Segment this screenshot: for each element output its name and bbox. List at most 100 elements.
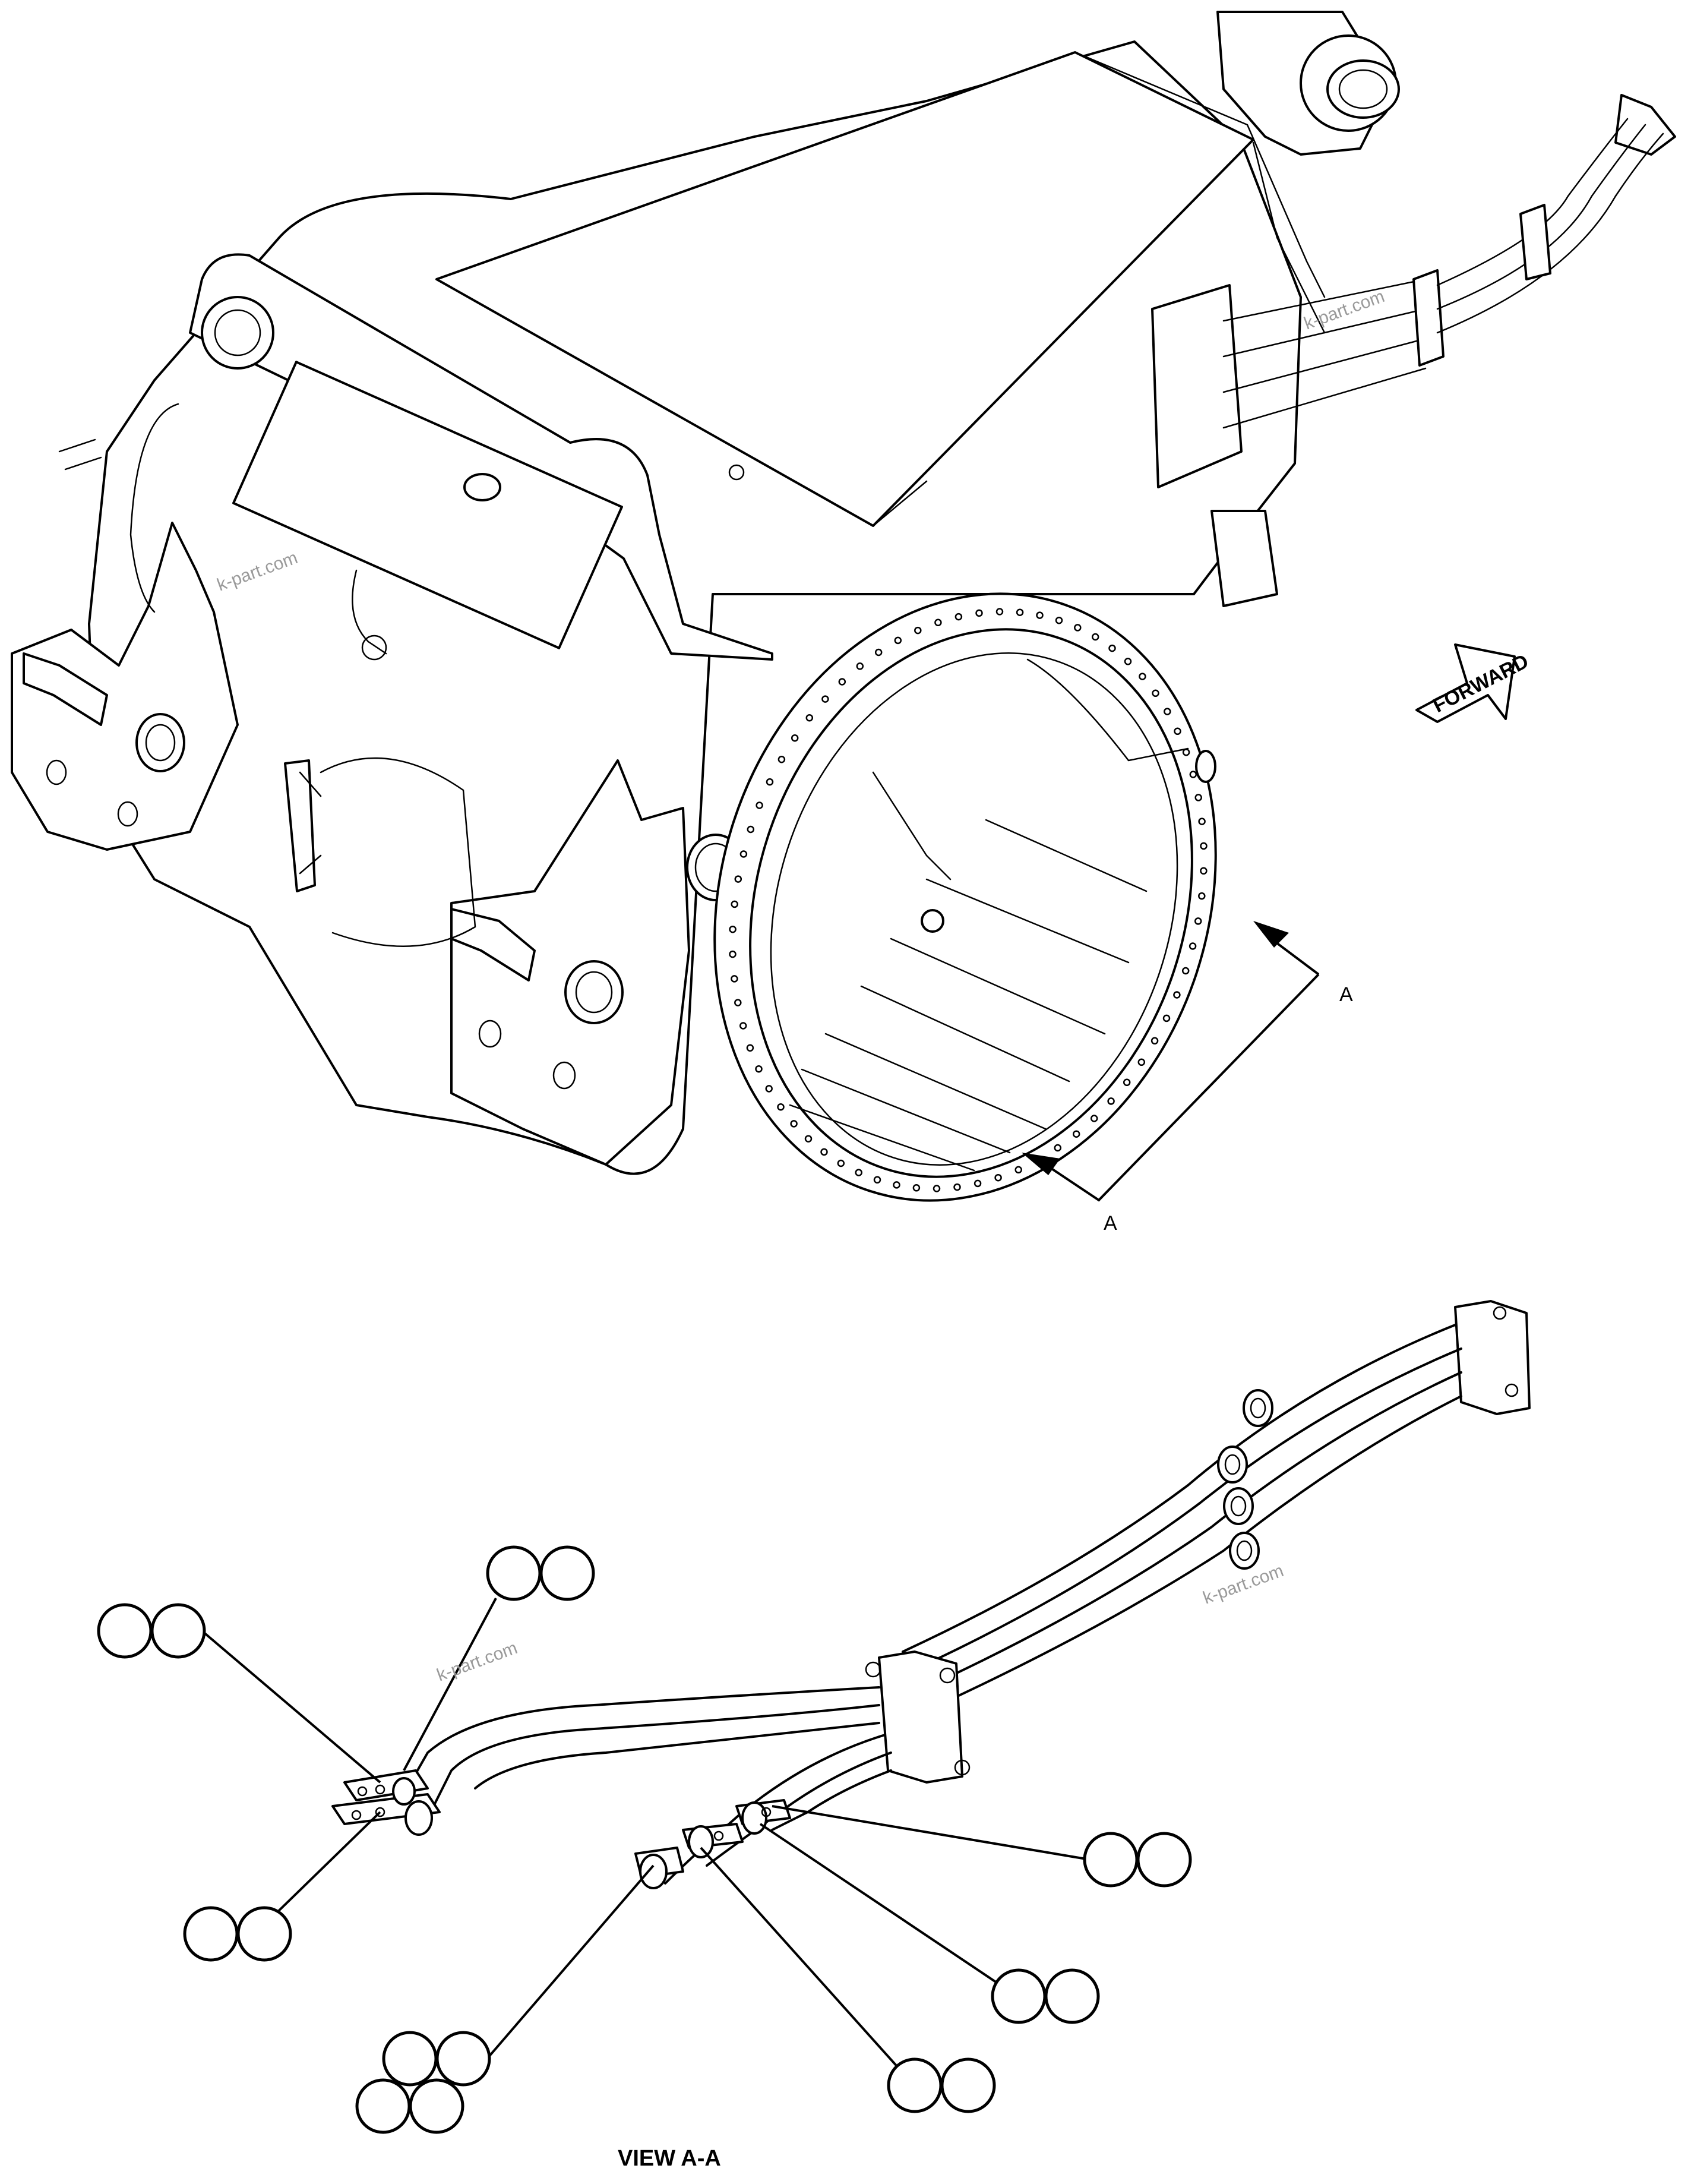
flange-bolt-holes [729,608,1208,1192]
bolt-hole [995,608,1004,616]
bolt-hole [973,1179,982,1188]
balloon [382,2031,438,2087]
bolt-hole [1016,608,1024,616]
balloon [539,1545,595,1601]
bolt-hole [838,678,846,686]
balloon [97,1603,153,1659]
bolt-hole [731,900,738,908]
bolt-hole [729,925,737,933]
bolt-hole [874,648,883,657]
bolt-hole [805,714,814,722]
balloon [183,1906,239,1962]
bolt-hole [746,1044,754,1052]
bolt-hole [739,850,748,858]
balloon [1044,1968,1100,2024]
balloon [887,2057,943,2113]
bolt-hole [729,950,737,958]
bolt-hole [1091,633,1099,641]
balloon [991,1968,1047,2024]
bolt-hole [777,1103,785,1111]
bolt-hole [1014,1166,1022,1174]
bolt-hole [1137,1058,1146,1066]
bolt-hole [1198,892,1206,900]
balloon [355,2078,411,2134]
bolt-hole [1200,842,1208,850]
hose-clamps-right [634,1799,791,1889]
bolt-hole [1181,967,1190,975]
bolt-hole [933,1185,941,1192]
balloon [236,1906,292,1962]
bolt-hole [1090,1115,1098,1122]
forward-arrow: FORWARD [1415,643,1532,723]
balloon [150,1603,206,1659]
bolt-hole [790,1120,798,1128]
bolt-hole [747,825,755,834]
bolt-hole [1036,611,1044,619]
bolt-hole [934,618,942,627]
bolt-hole [1189,771,1197,778]
watermark: k-part.com [1301,286,1387,333]
bolt-hole [734,999,742,1006]
bolt-hole [820,1148,828,1156]
hose-couplings [1217,1389,1273,1570]
bolt-hole [765,1085,773,1093]
bolt-hole [1108,644,1116,652]
item-balloons [97,1545,1192,2134]
balloon [940,2057,996,2113]
bolt-hole [912,1184,921,1192]
section-marker: A A [1022,921,1353,1235]
bolt-hole [855,1169,862,1176]
bolt-hole [1173,991,1181,999]
bolt-hole [1124,658,1132,665]
hose-assembly-view [97,1300,1531,2134]
bolt-hole [755,1065,763,1073]
bolt-hole [1164,708,1171,715]
balloon [1083,1832,1139,1888]
bolt-hole [731,975,738,983]
bolt-hole [894,636,902,645]
bolt-hole [1194,917,1202,925]
bolt-hole [1194,794,1202,801]
bolt-hole [756,801,763,809]
bolt-hole [1198,818,1206,825]
bolt-hole [1139,673,1146,680]
bolt-hole [975,609,983,617]
bolt-hole [1074,624,1082,632]
bolt-hole [1072,1130,1080,1138]
bolt-hole [1152,689,1159,698]
bolt-hole [1107,1097,1115,1105]
bolt-hole [777,755,786,763]
bolt-hole [1055,616,1063,624]
bolt-hole [994,1173,1002,1182]
section-marker-top: A [1339,983,1353,1006]
section-marker-bottom: A [1104,1212,1117,1235]
bolt-hole [873,1176,881,1184]
bolt-hole [1150,1037,1159,1045]
bolt-hole [1189,942,1197,950]
balloon [1136,1832,1192,1888]
bolt-hole [1200,867,1208,875]
bolt-hole [914,626,922,635]
bolt-hole [953,1183,961,1191]
bolt-hole [791,734,799,742]
bolt-hole [1162,1014,1171,1022]
bolt-hole [837,1159,845,1167]
bolt-hole [1054,1144,1062,1152]
balloon [486,1545,542,1601]
drive-frame-housing [11,11,1676,1175]
hose-clamps-left [331,1769,441,1836]
bolt-hole [954,613,963,621]
watermark: k-part.com [434,1638,520,1685]
balloon [435,2031,491,2087]
bolt-hole [821,695,829,703]
bearing-ring-flange [713,592,1217,1202]
bolt-hole [804,1135,813,1143]
balloon [409,2078,464,2134]
bolt-hole [1174,727,1181,736]
bolt-hole [739,1022,747,1030]
bolt-hole [1123,1078,1131,1087]
bolt-hole [734,875,742,883]
bolt-hole [893,1181,900,1189]
view-label: VIEW A-A [618,2146,721,2171]
